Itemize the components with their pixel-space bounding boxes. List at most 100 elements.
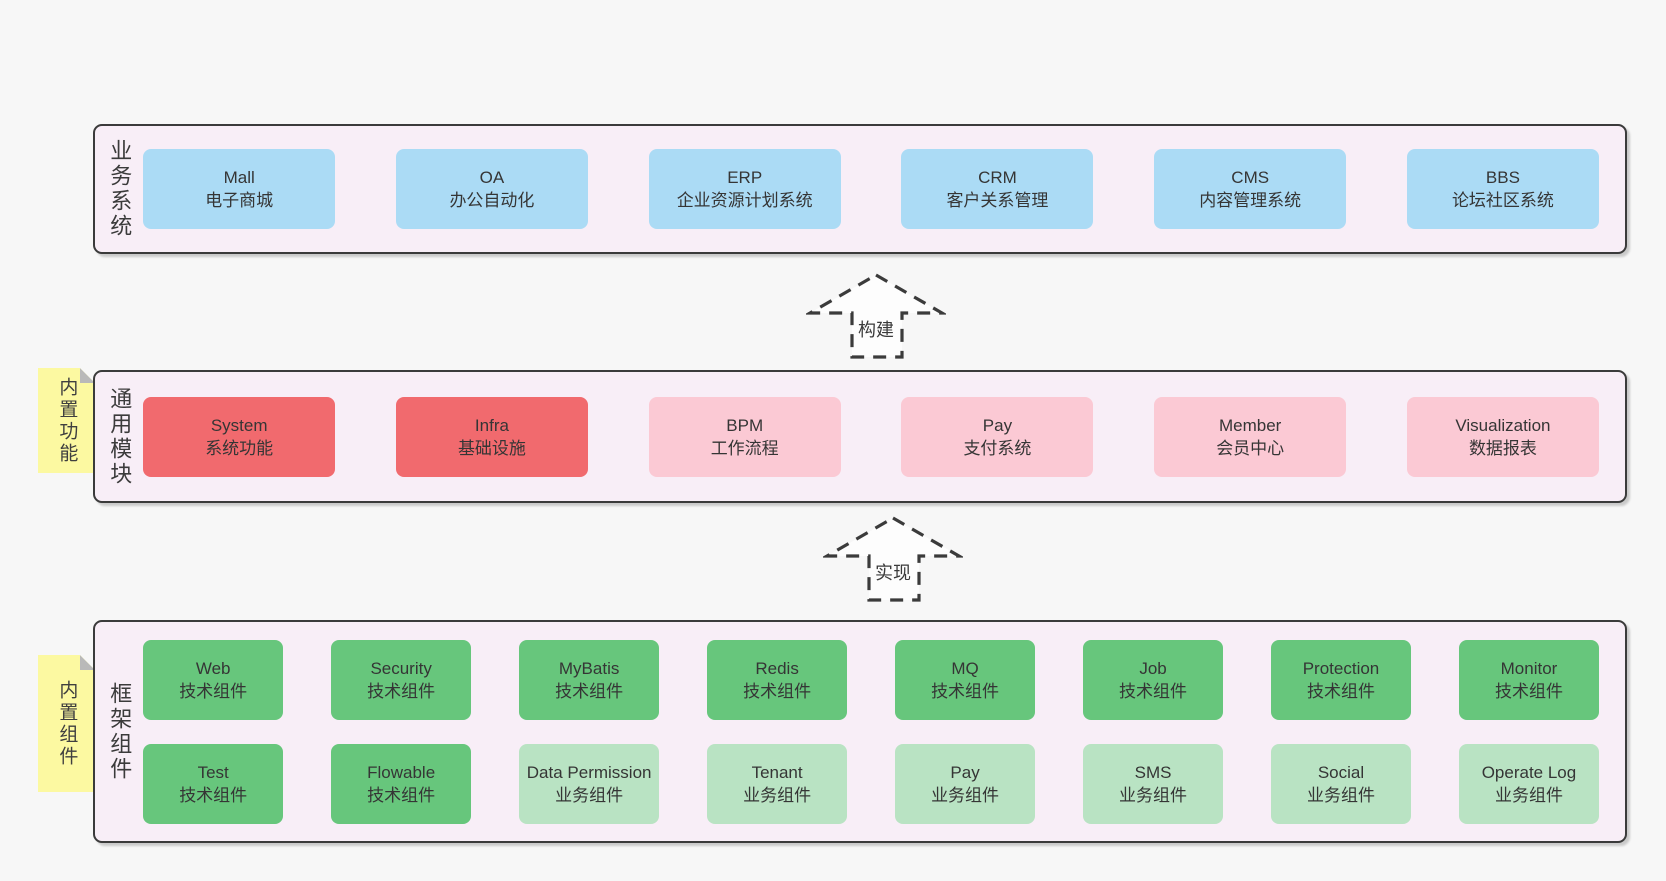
module-name: Security bbox=[370, 658, 432, 678]
module-desc: 技术组件 bbox=[1307, 681, 1375, 701]
module-desc: 技术组件 bbox=[1119, 681, 1188, 701]
module-box-crm: CRM 客户关系管理 bbox=[901, 149, 1094, 229]
module-name: Monitor bbox=[1500, 658, 1558, 678]
layer-common-modules: 通用模块 System 系统功能 Infra 基础设施 BPM 工作流程 Pay 支付系统 Me… bbox=[93, 370, 1627, 503]
arrow-label: 构建 bbox=[855, 316, 897, 342]
module-box-data-permission: Data Permission 业务组件 bbox=[519, 743, 660, 824]
module-name: BBS bbox=[1485, 168, 1520, 187]
module-name: Flowable bbox=[367, 762, 436, 782]
module-box-monitor: Monitor 技术组件 bbox=[1458, 639, 1599, 720]
arrow-build: 构建 bbox=[806, 271, 946, 361]
module-desc: 业务组件 bbox=[743, 785, 812, 805]
module-name: Data Permission bbox=[526, 762, 652, 782]
module-box-erp: ERP 企业资源计划系统 bbox=[648, 149, 841, 229]
layer-business-systems: 业务系统 Mall 电子商城 OA 办公自动化 ERP 企业资源计划系统 CRM 客户关系管理… bbox=[93, 124, 1627, 254]
module-name: Member bbox=[1219, 415, 1282, 435]
module-box-pay: Pay 支付系统 bbox=[901, 396, 1094, 477]
module-box-flowable: Flowable 技术组件 bbox=[331, 743, 472, 824]
module-name: Job bbox=[1139, 658, 1167, 678]
module-box-pay: Pay 业务组件 bbox=[895, 743, 1036, 824]
module-desc: 业务组件 bbox=[1494, 785, 1563, 805]
module-desc: 办公自动化 bbox=[449, 191, 535, 210]
module-name: OA bbox=[479, 168, 505, 187]
module-name: MQ bbox=[951, 658, 979, 678]
module-box-system: System 系统功能 bbox=[143, 396, 336, 477]
arrow-label: 实现 bbox=[872, 559, 914, 585]
module-name: Operate Log bbox=[1481, 762, 1577, 782]
arrow-implement: 实现 bbox=[823, 514, 963, 604]
module-box-tenant: Tenant 业务组件 bbox=[707, 743, 848, 824]
module-desc: 企业资源计划系统 bbox=[676, 191, 813, 210]
module-desc: 数据报表 bbox=[1468, 438, 1537, 458]
module-box-cms: CMS 内容管理系统 bbox=[1154, 149, 1347, 229]
module-box-job: Job 技术组件 bbox=[1083, 639, 1224, 720]
layer-content: Mall 电子商城 OA 办公自动化 ERP 企业资源计划系统 CRM 客户关系管理 CMS 内容… bbox=[143, 149, 1599, 229]
module-name: Pay bbox=[982, 415, 1013, 435]
module-desc: 系统功能 bbox=[205, 438, 274, 458]
module-desc: 业务组件 bbox=[555, 785, 624, 805]
module-name: ERP bbox=[727, 168, 763, 187]
module-name: Pay bbox=[950, 762, 980, 782]
module-desc: 会员中心 bbox=[1216, 438, 1285, 458]
sticky-label: 内置组件 bbox=[56, 679, 78, 768]
module-desc: 电子商城 bbox=[205, 191, 274, 210]
module-name: Mall bbox=[223, 168, 255, 187]
module-desc: 技术组件 bbox=[367, 785, 436, 805]
module-desc: 工作流程 bbox=[710, 438, 779, 458]
module-name: Web bbox=[195, 658, 231, 678]
module-name: Tenant bbox=[751, 762, 803, 782]
module-desc: 技术组件 bbox=[555, 681, 624, 701]
module-box-infra: Infra 基础设施 bbox=[395, 396, 588, 477]
module-box-redis: Redis 技术组件 bbox=[707, 639, 848, 720]
module-name: Visualization bbox=[1455, 415, 1551, 435]
layer-title: 框架组件 bbox=[107, 681, 133, 782]
sticky-note-builtin-features: 内置功能 bbox=[38, 368, 95, 473]
layer-content: System 系统功能 Infra 基础设施 BPM 工作流程 Pay 支付系统 Member 会… bbox=[143, 396, 1599, 477]
module-name: Infra bbox=[474, 415, 509, 435]
module-box-operate-log: Operate Log 业务组件 bbox=[1458, 743, 1599, 824]
module-box-security: Security 技术组件 bbox=[331, 639, 472, 720]
module-box-test: Test 技术组件 bbox=[143, 743, 284, 824]
module-name: BPM bbox=[726, 415, 764, 435]
module-desc: 技术组件 bbox=[179, 785, 248, 805]
module-desc: 内容管理系统 bbox=[1199, 191, 1302, 210]
module-desc: 技术组件 bbox=[1494, 681, 1563, 701]
module-desc: 业务组件 bbox=[1119, 785, 1188, 805]
layer-title: 业务系统 bbox=[107, 139, 133, 239]
module-row: Mall 电子商城 OA 办公自动化 ERP 企业资源计划系统 CRM 客户关系管理 CMS 内容… bbox=[143, 149, 1599, 229]
module-desc: 技术组件 bbox=[367, 681, 436, 701]
module-desc: 业务组件 bbox=[931, 785, 1000, 805]
module-box-mall: Mall 电子商城 bbox=[143, 149, 336, 229]
module-desc: 基础设施 bbox=[457, 438, 526, 458]
module-name: CMS bbox=[1231, 168, 1270, 187]
module-box-member: Member 会员中心 bbox=[1154, 396, 1347, 477]
layer-title: 通用模块 bbox=[107, 386, 133, 487]
module-box-bbs: BBS 论坛社区系统 bbox=[1406, 149, 1599, 229]
module-name: Test bbox=[197, 762, 229, 782]
module-desc: 技术组件 bbox=[743, 681, 812, 701]
module-row: System 系统功能 Infra 基础设施 BPM 工作流程 Pay 支付系统 Member 会… bbox=[143, 396, 1599, 477]
module-name: System bbox=[210, 415, 268, 435]
module-desc: 技术组件 bbox=[179, 681, 248, 701]
module-box-mybatis: MyBatis 技术组件 bbox=[519, 639, 660, 720]
sticky-note-builtin-components: 内置组件 bbox=[38, 655, 95, 792]
module-name: SMS bbox=[1134, 762, 1172, 782]
module-desc: 支付系统 bbox=[963, 438, 1032, 458]
module-name: MyBatis bbox=[558, 658, 620, 678]
module-box-sms: SMS 业务组件 bbox=[1083, 743, 1224, 824]
module-desc: 客户关系管理 bbox=[946, 191, 1049, 210]
module-name: CRM bbox=[978, 168, 1017, 187]
sticky-label: 内置功能 bbox=[56, 376, 78, 465]
module-box-visualization: Visualization 数据报表 bbox=[1406, 396, 1599, 477]
module-name: Redis bbox=[755, 658, 799, 678]
module-desc: 业务组件 bbox=[1307, 785, 1375, 805]
module-desc: 论坛社区系统 bbox=[1451, 191, 1554, 210]
